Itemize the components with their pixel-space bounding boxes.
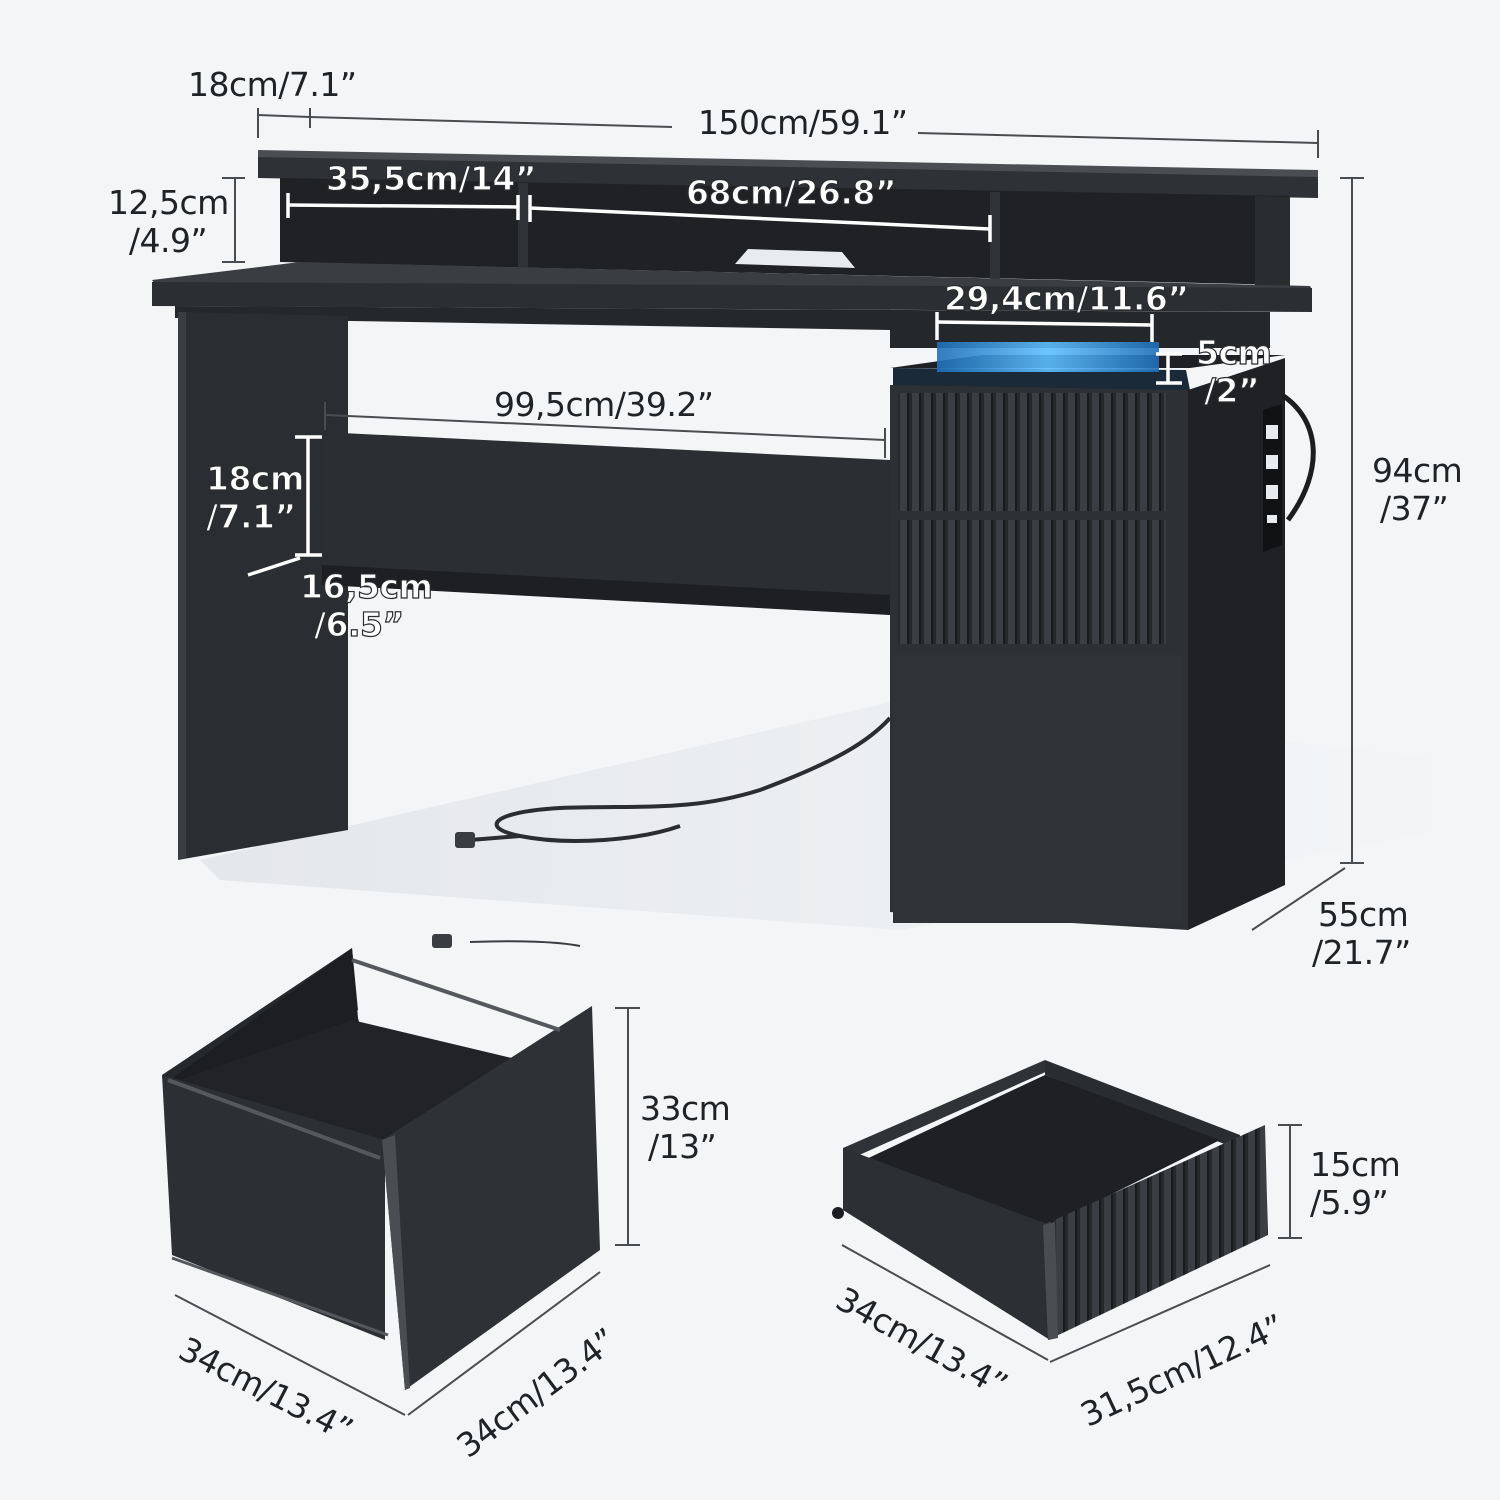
label-led-height-cm: 5cm: [1195, 333, 1272, 372]
desk-left-leg-edge: [178, 312, 186, 860]
white-dimension-lines: [247, 193, 1182, 577]
file-drawer-hanging-rail-bottom: [167, 1078, 381, 1160]
dim-total-width-line: [309, 116, 673, 128]
dim-legroom-line: [324, 414, 886, 441]
label-total-height-cm: 94cm: [1372, 451, 1463, 490]
label-led-height: 5cm /2”: [1195, 333, 1272, 410]
outlet-3: [1266, 485, 1278, 499]
label-total-width: 150cm/59.1”: [698, 103, 908, 142]
label-riser-height: 12,5cm /4.9”: [108, 183, 229, 260]
small-drawer-front-edge: [1043, 1222, 1058, 1340]
label-tray-height-in: /7.1”: [205, 497, 296, 536]
label-riser-height-cm: 12,5cm: [108, 183, 229, 222]
file-drawer-hanging-rail-top: [351, 958, 561, 1032]
desk-modesty-panel: [322, 432, 890, 615]
dimension-lines: [174, 108, 1364, 1416]
label-tray-depth: 16,5cm /6.5”: [299, 567, 433, 644]
label-riser-depth: 18cm/7.1”: [188, 65, 357, 104]
label-tray-depth-in: /6.5”: [313, 605, 404, 644]
cabinet-drawer-middle: [898, 520, 1166, 644]
dim-riser-depth-line: [257, 114, 311, 118]
label-total-depth: 55cm /21.7”: [1312, 896, 1411, 972]
label-total-height: 94cm /37”: [1372, 451, 1463, 528]
loose-cord-plug: [432, 934, 452, 948]
label-file-drawer-height-cm: 33cm: [640, 1089, 731, 1128]
label-total-height-in: /37”: [1380, 489, 1449, 528]
cabinet-side: [1188, 358, 1285, 930]
label-led-height-in: /2”: [1203, 371, 1260, 410]
cabinet-led-strip: [937, 342, 1159, 372]
dim-total-depth-line: [1251, 867, 1346, 931]
small-drawer-back: [1045, 1060, 1240, 1150]
label-led-width: 29,4cm/11.6”: [943, 279, 1189, 318]
small-drawer-front: [1043, 1125, 1268, 1340]
dim-led-width-line: [936, 320, 1153, 327]
riser-body: [280, 178, 1290, 285]
label-tray-depth-cm: 16,5cm: [299, 567, 433, 606]
desk-left-leg: [178, 312, 348, 860]
label-small-drawer-height-cm: 15cm: [1310, 1145, 1401, 1184]
desktop-front: [152, 282, 1312, 312]
label-shelf-middle-width: 68cm/26.8”: [685, 173, 897, 212]
power-strip-cable: [1280, 392, 1316, 522]
desktop-underside: [175, 306, 1270, 348]
loose-cord: [469, 940, 581, 947]
file-drawer-front-edge: [382, 1135, 410, 1390]
small-drawer-side: [843, 1148, 1050, 1340]
label-total-depth-cm: 55cm: [1318, 895, 1409, 934]
power-plug: [455, 832, 475, 848]
desk-lower-shelf: [322, 565, 890, 615]
small-drawer-wheel: [832, 1207, 844, 1219]
label-shelf-left-width: 35,5cm/14”: [325, 159, 537, 198]
small-drawer-left-wall: [843, 1060, 1050, 1160]
riser-cable-notch: [735, 249, 855, 268]
dim-small-drawer-depth-line: [841, 1244, 1049, 1361]
dim-file-drawer-depth-line: [407, 1271, 601, 1416]
label-file-drawer-height: 33cm /13”: [640, 1089, 731, 1166]
dim-shelf-left-line: [287, 203, 519, 209]
label-small-drawer-height-in: /5.9”: [1310, 1183, 1389, 1222]
cabinet-drawer-top: [898, 393, 1166, 511]
desktop-surface: [152, 262, 1312, 290]
riser-divider-right: [990, 192, 1000, 280]
outlet-1: [1266, 425, 1278, 439]
label-tray-height-cm: 18cm: [205, 459, 305, 498]
small-drawer-bottom: [860, 1075, 1220, 1225]
power-cord: [494, 716, 892, 843]
label-small-drawer-height: 15cm /5.9”: [1310, 1145, 1401, 1222]
label-riser-height-in: /4.9”: [128, 221, 208, 260]
label-file-drawer-height-in: /13”: [648, 1127, 717, 1166]
label-tray-height: 18cm /7.1”: [205, 459, 305, 536]
riser-side-right: [1255, 196, 1290, 290]
dim-small-drawer-width-line: [1049, 1264, 1271, 1363]
outlet-2: [1266, 455, 1278, 469]
dim-shelf-middle-line: [529, 206, 991, 231]
file-drawer-front: [382, 1006, 600, 1390]
dim-file-drawer-width-line: [174, 1294, 406, 1416]
riser-top: [258, 155, 1318, 198]
usb-port: [1267, 515, 1277, 523]
file-drawer-slide-rail: [171, 1256, 389, 1337]
power-cord-plug-lead: [469, 834, 521, 842]
dim-tray-depth-line: [247, 556, 301, 577]
cabinet-led-compartment: [893, 368, 1190, 390]
cabinet-file-door: [893, 655, 1183, 923]
label-total-depth-in: /21.7”: [1312, 933, 1411, 972]
riser-divider-left: [518, 183, 528, 269]
riser-top-edge: [258, 150, 1318, 177]
label-legroom-width: 99,5cm/39.2”: [494, 385, 714, 424]
